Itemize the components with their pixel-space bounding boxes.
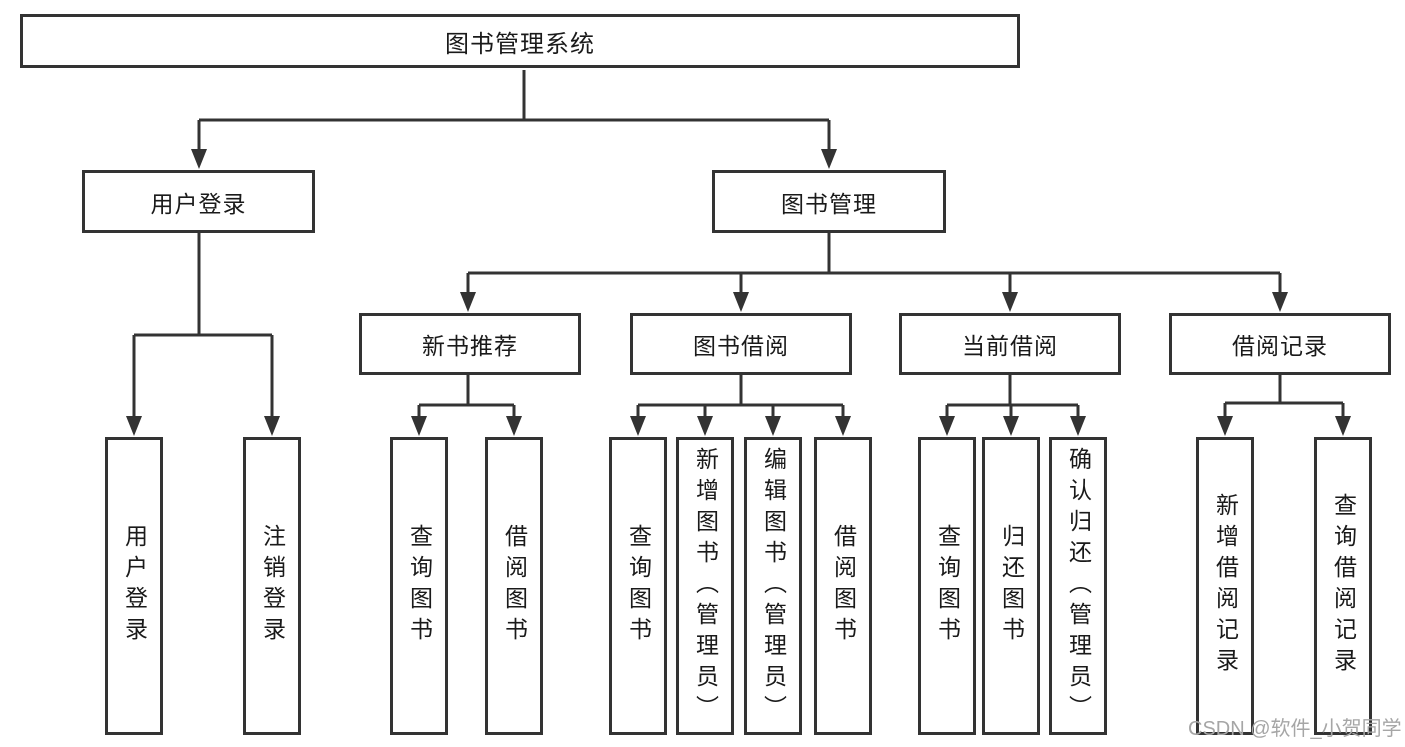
node-label: 用户登录 [121, 524, 148, 648]
node-current-borrowing: 当前借阅 [899, 313, 1121, 375]
node-leaf-return-book: 归还图书 [982, 437, 1040, 735]
node-label: 新书推荐 [422, 333, 518, 359]
node-book-management: 图书管理 [712, 170, 946, 233]
arrowhead-icon [733, 292, 749, 312]
node-label: 图书管理系统 [445, 30, 595, 58]
arrowhead-icon [1003, 416, 1019, 436]
arrowhead-icon [1272, 292, 1288, 312]
node-leaf-add-borrow-record: 新增借阅记录 [1196, 437, 1254, 735]
arrowhead-icon [1002, 292, 1018, 312]
node-label: 查询借阅记录 [1330, 493, 1357, 679]
node-leaf-query-books-borrow: 查询图书 [609, 437, 667, 735]
node-leaf-borrow-books: 借阅图书 [814, 437, 872, 735]
arrowhead-icon [460, 292, 476, 312]
node-label: 图书借阅 [693, 333, 789, 359]
node-new-book-recommendation: 新书推荐 [359, 313, 581, 375]
node-label: 借阅图书 [501, 524, 528, 648]
arrowhead-icon [191, 149, 207, 169]
node-label: 新增借阅记录 [1212, 493, 1239, 679]
arrowhead-icon [506, 416, 522, 436]
node-book-borrowing: 图书借阅 [630, 313, 852, 375]
node-label: 新增图书（管理员） [692, 446, 719, 726]
arrowhead-icon [697, 416, 713, 436]
arrowhead-icon [1217, 416, 1233, 436]
node-leaf-user-login: 用户登录 [105, 437, 163, 735]
node-leaf-logout: 注销登录 [243, 437, 301, 735]
arrowhead-icon [411, 416, 427, 436]
node-library-management-system: 图书管理系统 [20, 14, 1020, 68]
arrowhead-icon [126, 416, 142, 436]
node-label: 查询图书 [406, 524, 433, 648]
node-label: 编辑图书（管理员） [760, 446, 787, 726]
arrowhead-icon [264, 416, 280, 436]
node-leaf-add-book-admin: 新增图书（管理员） [676, 437, 734, 735]
node-label: 确认归还（管理员） [1065, 446, 1092, 726]
node-borrowing-records: 借阅记录 [1169, 313, 1391, 375]
arrowhead-icon [939, 416, 955, 436]
arrowhead-icon [835, 416, 851, 436]
node-user-login: 用户登录 [82, 170, 315, 233]
arrowhead-icon [630, 416, 646, 436]
arrowhead-icon [1335, 416, 1351, 436]
node-leaf-query-books-current: 查询图书 [918, 437, 976, 735]
node-label: 注销登录 [259, 524, 286, 648]
node-label: 借阅记录 [1232, 333, 1328, 359]
node-label: 查询图书 [625, 524, 652, 648]
csdn-watermark: CSDN @软件_小贺同学 [1188, 718, 1402, 740]
node-label: 当前借阅 [962, 333, 1058, 359]
node-label: 查询图书 [934, 524, 961, 648]
node-leaf-edit-book-admin: 编辑图书（管理员） [744, 437, 802, 735]
node-label: 归还图书 [998, 524, 1025, 648]
node-label: 用户登录 [150, 190, 247, 217]
node-leaf-confirm-return-admin: 确认归还（管理员） [1049, 437, 1107, 735]
node-leaf-borrow-books-recommend: 借阅图书 [485, 437, 543, 735]
node-leaf-query-books-recommend: 查询图书 [390, 437, 448, 735]
arrowhead-icon [765, 416, 781, 436]
node-label: 借阅图书 [830, 524, 857, 648]
arrowhead-icon [821, 149, 837, 169]
node-leaf-query-borrow-record: 查询借阅记录 [1314, 437, 1372, 735]
arrowhead-icon [1070, 416, 1086, 436]
connector-path [132, 70, 1345, 418]
node-label: 图书管理 [781, 190, 877, 217]
